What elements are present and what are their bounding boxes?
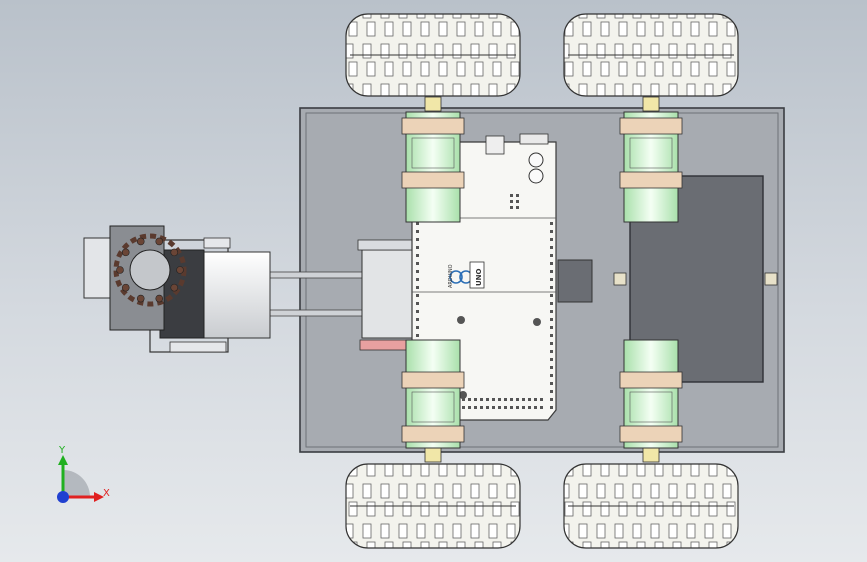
motor-body <box>197 251 271 339</box>
servo-tab-top <box>357 239 415 251</box>
servo-tab-bottom <box>359 339 413 351</box>
mount-hole-1 <box>457 316 465 324</box>
chassis-inner <box>305 112 779 448</box>
capacitor-1 <box>528 152 544 168</box>
servo-block[interactable] <box>361 249 415 339</box>
mount-hole-3 <box>459 391 467 399</box>
gear-inner <box>129 249 171 291</box>
battery-clip-right <box>764 272 778 286</box>
bracket-tab-top <box>203 237 231 249</box>
capacitor-2 <box>528 168 544 184</box>
camera-mount-assembly[interactable] <box>83 225 271 353</box>
y-axis-arrow <box>58 455 68 465</box>
mount-hole-2 <box>533 318 541 326</box>
front-left-hub[interactable] <box>401 96 465 223</box>
triad-arc <box>63 470 90 497</box>
regulator-block <box>557 259 593 303</box>
rear-left-hub[interactable] <box>401 339 465 463</box>
gear-bolts <box>116 237 184 303</box>
rear-right-wheel[interactable] <box>563 463 739 549</box>
battery-clip-left <box>613 272 627 286</box>
rear-left-wheel[interactable] <box>345 463 521 549</box>
x-axis-label: X <box>103 488 110 499</box>
board-text-model: UNO <box>475 268 483 286</box>
bracket-tab-bottom <box>169 341 227 353</box>
board-text-brand: ARDUINO <box>448 264 454 288</box>
coordinate-triad: Y X <box>57 445 110 503</box>
rear-right-hub[interactable] <box>619 339 683 463</box>
z-axis-dot <box>57 491 69 503</box>
x-axis-arrow <box>94 492 104 502</box>
board-logo: ARDUINO UNO <box>448 261 485 289</box>
usb-port <box>485 135 505 155</box>
y-axis-label: Y <box>58 445 66 456</box>
gear-wheel <box>113 233 187 307</box>
power-jack <box>519 133 549 145</box>
front-left-wheel[interactable] <box>345 13 521 97</box>
front-right-wheel[interactable] <box>563 13 739 97</box>
front-right-hub[interactable] <box>619 96 683 223</box>
